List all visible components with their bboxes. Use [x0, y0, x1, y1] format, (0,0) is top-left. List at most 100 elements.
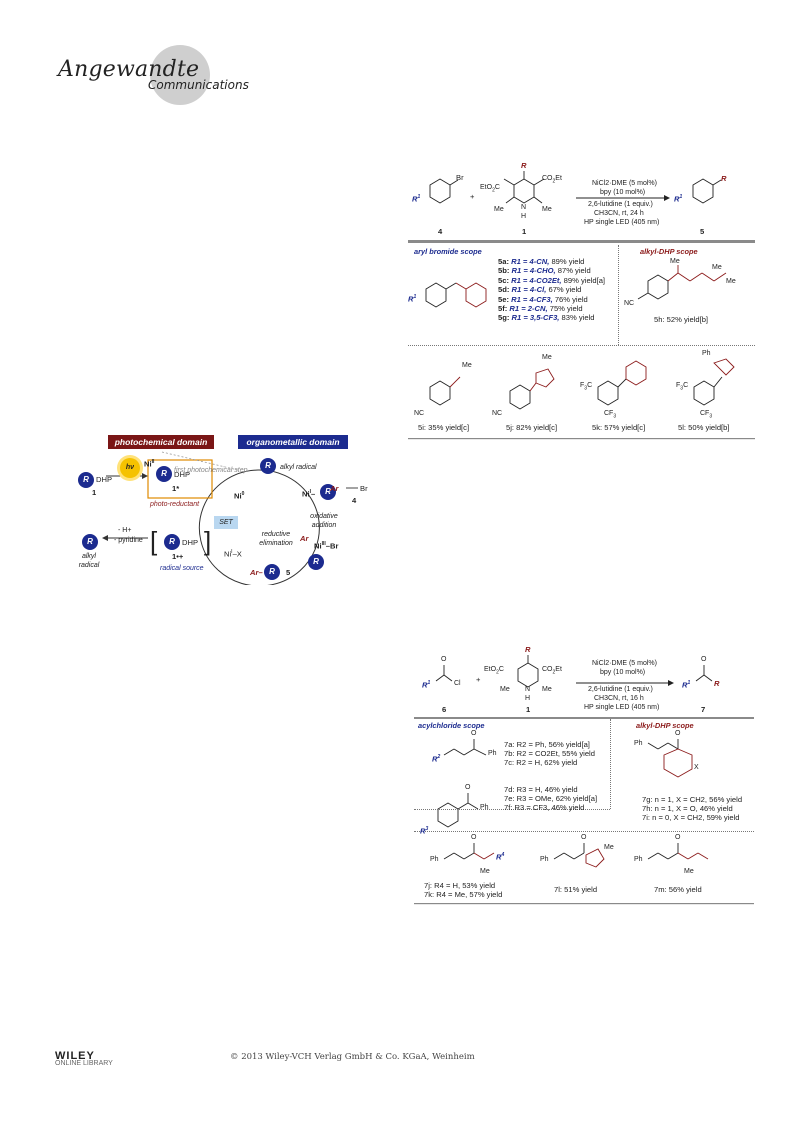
label-1star: 1*: [172, 484, 180, 493]
aryl-entry: 5d: R1 = 4-Cl, 67% yield: [498, 285, 582, 295]
journal-header: Angewandte Communications: [40, 45, 300, 105]
scope-divider-h-b2: [414, 831, 754, 832]
acyl-entry-7f: 7f: R3 = CF3, 46% yield: [504, 803, 585, 812]
ni-x: NiI–X: [224, 549, 242, 559]
radcat-dhp: DHP: [182, 538, 199, 547]
reagent-6-number: 6: [442, 705, 447, 714]
journal-title: Angewandte: [58, 57, 200, 82]
dhp-ester-right-b: CO2Et: [542, 666, 562, 676]
5k-f3c: F3C: [580, 382, 593, 392]
section-title: Communications: [148, 78, 249, 92]
ar-niiii: Ar: [300, 534, 309, 543]
5j-nc: NC: [492, 410, 503, 417]
alkyl-radical-label: alkyl radical: [280, 464, 317, 471]
conditions-a-3: 2,6-lutidine (1 equiv.): [588, 201, 653, 208]
aryl-entries: 5a: R1 = 4-CN, 89% yield 5b: R1 = 4-CHO,…: [498, 257, 605, 323]
h-loss: - H+: [118, 527, 132, 534]
scope-divider-h: [408, 345, 755, 346]
5i-nc: NC: [414, 410, 425, 417]
ni-0: Ni0: [234, 491, 245, 501]
bracket-close: ]: [204, 526, 212, 556]
5h-me-1: Me: [670, 258, 680, 265]
bottom-entry-7j: 7j: R4 = H, 53% yield: [424, 881, 496, 890]
7l-o: O: [581, 834, 587, 841]
scheme-a-drawing: [408, 171, 755, 440]
product-5-number: 5: [700, 227, 705, 236]
hv-sun-icon: hν: [120, 458, 140, 478]
ar-br-ar: Ar: [330, 484, 339, 493]
reagent-4-br: Br: [456, 173, 464, 182]
footer: WILEY ONLINE LIBRARY © 2013 Wiley-VCH Ve…: [55, 1046, 755, 1076]
7a-ph: Ph: [488, 750, 497, 757]
7l-ph: Ph: [540, 856, 549, 863]
ar-br-br: Br: [360, 484, 368, 493]
ni-iii-r-icon: R: [308, 554, 324, 570]
acyl-scope-title: acylchloride scope: [418, 721, 485, 730]
aryl-entry: 5e: R1 = 4-CF3, 76% yield: [498, 294, 588, 304]
7j-o: O: [471, 834, 477, 841]
alkyl-scope-title-b: alkyl-DHP scope: [636, 721, 694, 730]
plus-sign: +: [470, 192, 475, 201]
7j-me: Me: [480, 868, 490, 875]
acyl-entry-7c: 7c: R2 = H, 62% yield: [504, 758, 578, 767]
acyl-entry-7e: 7e: R3 = OMe, 62% yield[a]: [504, 794, 598, 803]
wiley-logo: WILEY: [55, 1046, 95, 1064]
7j-ph: Ph: [430, 856, 439, 863]
7g-x: X: [694, 764, 699, 771]
ni-iii: NiIII–Br: [314, 541, 339, 551]
7d-o: O: [465, 784, 471, 791]
dhp-ester-right: CO2Et: [542, 175, 562, 185]
5h-nc: NC: [624, 300, 635, 307]
acyl-entry-7a: 7a: R2 = Ph, 56% yield[a]: [504, 740, 590, 749]
alkyl-entry-7g: 7g: n = 1, X = CH2, 56% yield: [642, 795, 743, 804]
conditions-a-1: NiCl2·DME (5 mol%): [592, 180, 657, 187]
reagent-4-r1: R1: [412, 194, 421, 204]
reagent-4-number: 4: [438, 227, 443, 236]
dhp-number: 1: [522, 227, 527, 236]
bottom-entry-7l: 7l: 51% yield: [554, 885, 598, 894]
5i-yield: 5i: 35% yield[c]: [418, 423, 470, 432]
5k-yield: 5k: 57% yield[c]: [592, 423, 646, 432]
acyl-r1: R1: [422, 680, 431, 690]
alkyl-entry-7h: 7h: n = 1, X = O, 46% yield: [642, 804, 733, 813]
set-box: SET: [214, 516, 238, 529]
product-7-r1: R1: [682, 680, 691, 690]
wiley-wordmark: WILEY: [55, 1050, 95, 1062]
reductive-elimination-label: reductive elimination: [259, 531, 293, 548]
bracket-open: [: [150, 526, 158, 556]
5h-yield: 5h: 52% yield[b]: [654, 315, 709, 324]
conditions-b-4: CH3CN, rt, 16 h: [594, 695, 644, 702]
photochem-domain-label: photochemical domain: [108, 435, 214, 449]
product-7-number: 7: [701, 705, 706, 714]
dhp-r-b: R: [525, 645, 531, 654]
scope-divider-h-b: [414, 809, 610, 810]
copyright: © 2013 Wiley-VCH Verlag GmbH & Co. KGaA,…: [230, 1052, 475, 1062]
7a-o: O: [471, 730, 477, 737]
organomet-domain-label: organometallic domain: [238, 435, 348, 449]
aryl-entry: 5f: R1 = 2-CN, 75% yield: [498, 304, 583, 314]
r-dhp-icon: R: [78, 472, 94, 488]
online-library: ONLINE LIBRARY: [55, 1060, 113, 1067]
r-dhp-text: DHP: [96, 475, 113, 484]
photo-r-icon: R: [156, 466, 172, 482]
ni-i-r: NiI–: [302, 489, 316, 499]
conditions-a-4: CH3CN, rt, 24 h: [594, 210, 644, 217]
acyl-cl: Cl: [454, 680, 461, 687]
oxidative-addition-label: oxidative addition: [310, 513, 338, 530]
7m-me: Me: [684, 868, 694, 875]
7j-r4: R4: [496, 852, 505, 862]
mechanism: photochemical domain organometallic doma…: [68, 430, 368, 585]
dhp-number-b: 1: [526, 705, 531, 714]
acyl-entry-7d: 7d: R3 = H, 46% yield: [504, 785, 578, 794]
conditions-b-2: bpy (10 mol%): [600, 669, 646, 676]
aryl-entry: 5b: R1 = 4-CHO, 87% yield: [498, 266, 591, 276]
acyl-o: O: [441, 656, 447, 663]
5j-yield: 5j: 82% yield[c]: [506, 423, 558, 432]
alkyl-entry-7i: 7i: n = 0, X = CH2, 59% yield: [642, 813, 740, 822]
left-radical-icon: R: [82, 534, 98, 550]
pyridine-loss: - pyridine: [114, 537, 143, 544]
plus-sign-b: +: [476, 675, 481, 684]
